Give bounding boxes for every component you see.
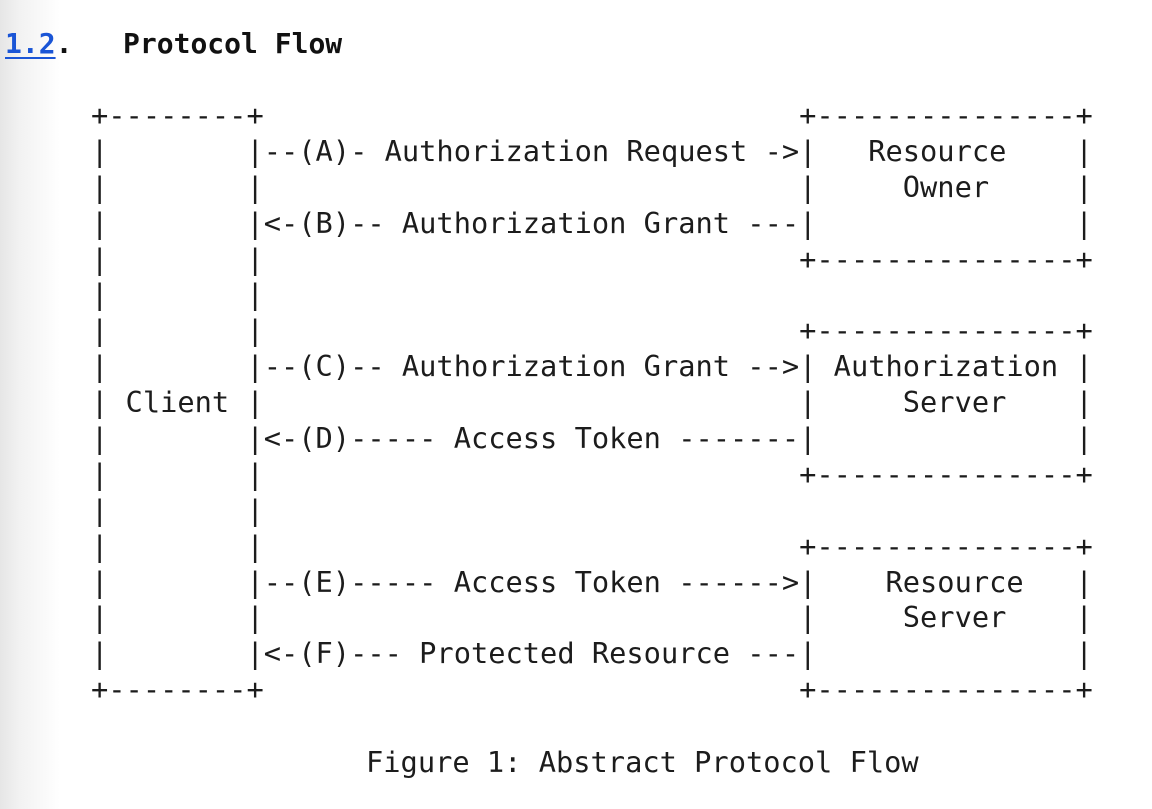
diagram-line: +--------+ +---------------+ (91, 672, 1093, 707)
section-number-dot: . (55, 27, 73, 60)
diagram-line: | | (91, 492, 264, 527)
diagram-line: | |<-(D)----- Access Token -------| | (91, 421, 1093, 456)
section-number-link[interactable]: 1.2 (5, 27, 56, 60)
diagram-line: | Client | | Server | (91, 385, 1093, 420)
section-title: Protocol Flow (123, 27, 343, 60)
diagram-line: | | | Owner | (91, 169, 1093, 204)
page-margin-shade (0, 0, 60, 809)
diagram-line: | |--(C)-- Authorization Grant -->| Auth… (91, 349, 1093, 384)
diagram-line: | | +---------------+ (91, 313, 1093, 348)
diagram-line: | | (91, 277, 264, 312)
diagram-line: | |--(A)- Authorization Request ->| Reso… (91, 133, 1093, 168)
diagram-line: | | +---------------+ (91, 456, 1093, 491)
figure-caption: Figure 1: Abstract Protocol Flow (366, 745, 919, 779)
section-heading: 1.2. Protocol Flow (5, 24, 342, 64)
diagram-line: +--------+ +---------------+ (91, 98, 1093, 132)
diagram-line: | | +---------------+ (91, 528, 1093, 563)
diagram-line: | |--(E)----- Access Token ------>| Reso… (91, 564, 1093, 599)
protocol-flow-diagram: +--------+ +---------------+| |--(A)- Au… (91, 98, 1093, 708)
diagram-line: | |<-(F)--- Protected Resource ---| | (91, 636, 1093, 671)
diagram-line: | | | Server | (91, 600, 1093, 635)
diagram-line: | |<-(B)-- Authorization Grant ---| | (91, 205, 1093, 240)
diagram-line: | | +---------------+ (91, 241, 1093, 276)
